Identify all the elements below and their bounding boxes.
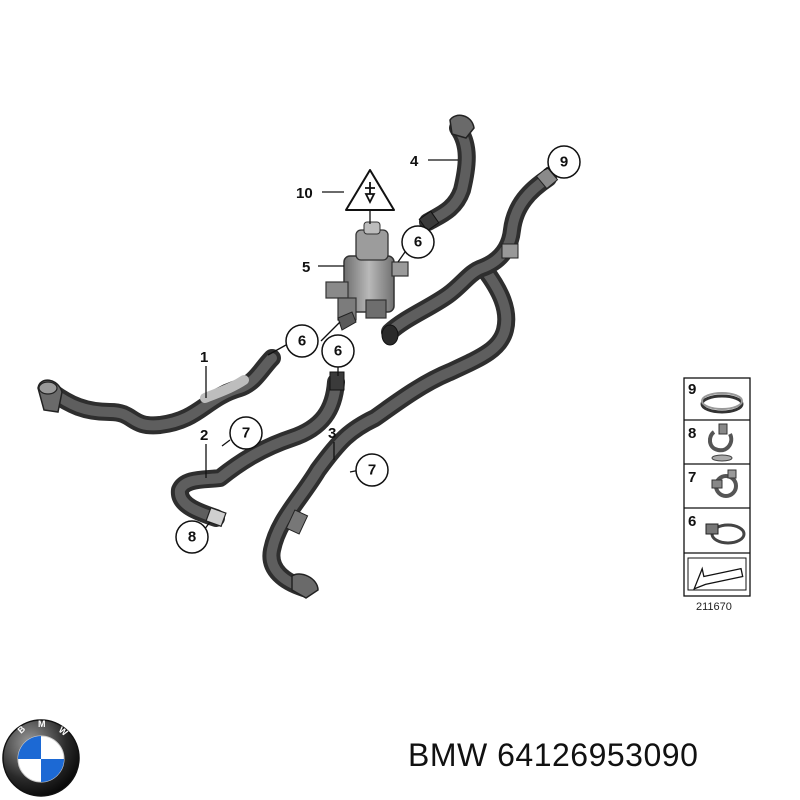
legend-box: 9 8 7 6 xyxy=(683,377,751,597)
hose-9 xyxy=(381,166,559,346)
coolant-valve-5 xyxy=(325,221,409,331)
legend-item-9: 9 xyxy=(688,381,696,398)
callout-6-right-text: 6 xyxy=(334,343,342,360)
svg-text:M: M xyxy=(38,719,46,729)
hose-clip-7-icon xyxy=(711,469,738,498)
hose-clamp-9-icon xyxy=(700,392,744,414)
callout-7-right-text: 7 xyxy=(368,462,376,479)
electrical-warning-icon xyxy=(345,169,395,224)
legend-item-7: 7 xyxy=(688,469,696,486)
part-label-3: 3 xyxy=(328,425,336,442)
callout-6-upper-text: 6 xyxy=(414,234,422,251)
part-label-5: 5 xyxy=(302,259,310,276)
part-label-1: 1 xyxy=(200,349,208,366)
hose-2 xyxy=(171,371,345,528)
hose-clamp-6-icon xyxy=(705,523,746,545)
legend-item-8: 8 xyxy=(688,425,696,442)
part-label-2: 2 xyxy=(200,427,208,444)
hose-clip-8-icon xyxy=(707,423,734,462)
callout-7-left: 7 xyxy=(229,416,263,450)
diagram-id: 211670 xyxy=(696,601,732,613)
callout-6-upper: 6 xyxy=(401,225,435,259)
hose-1 xyxy=(37,349,281,435)
callout-7-right: 7 xyxy=(355,453,389,487)
callout-7-left-text: 7 xyxy=(242,425,250,442)
callout-6-middle: 6 xyxy=(285,324,319,358)
part-label-10: 10 xyxy=(296,185,313,202)
part-label-4: 4 xyxy=(410,153,419,170)
legend-item-6: 6 xyxy=(688,513,696,530)
part-number-caption: BMW 64126953090 xyxy=(408,737,699,773)
hose-3 xyxy=(262,261,516,599)
callout-6-right: 6 xyxy=(321,334,355,368)
callout-9: 9 xyxy=(547,145,581,179)
leader-lines xyxy=(203,159,553,531)
arrow-icon xyxy=(687,557,747,591)
callout-8: 8 xyxy=(175,520,209,554)
callout-6-middle-text: 6 xyxy=(298,333,306,350)
callout-9-text: 9 xyxy=(560,154,568,171)
callout-8-text: 8 xyxy=(188,529,196,546)
hose-4 xyxy=(418,114,476,232)
svg-text:B: B xyxy=(16,723,28,735)
bmw-roundel-icon: B M W xyxy=(2,719,80,797)
